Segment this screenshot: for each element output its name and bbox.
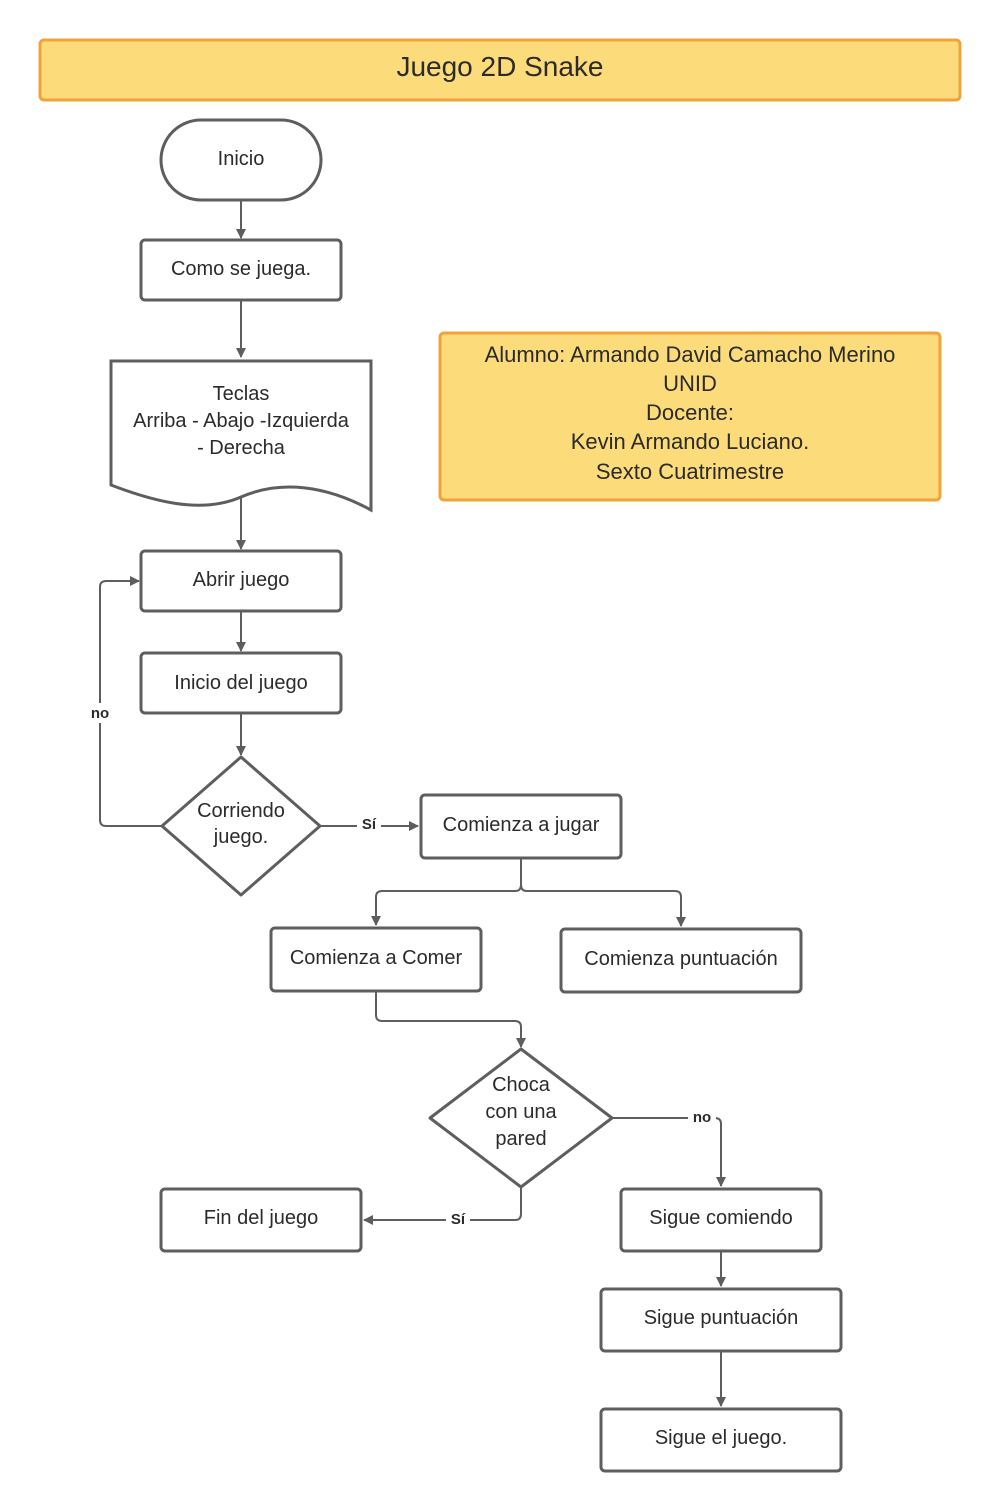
- node-sigue-el-juego: Sigue el juego.: [599, 1407, 843, 1473]
- decision-choca-line1: Choca: [492, 1074, 551, 1096]
- node-sigue-el-juego-label: Sigue el juego.: [655, 1427, 787, 1449]
- edge-labels: no Sí no Sí: [86, 703, 716, 1229]
- edge-choca-no: [612, 1117, 726, 1187]
- info-line-teacher: Kevin Armando Luciano.: [571, 429, 810, 454]
- diagram-title: Juego 2D Snake: [396, 51, 603, 82]
- node-fin-del-juego: Fin del juego: [159, 1187, 363, 1253]
- node-sigue-comiendo: Sigue comiendo: [619, 1187, 823, 1253]
- node-teclas-line3: - Derecha: [197, 437, 286, 459]
- decision-corriendo-juego: Corriendo juego.: [160, 755, 322, 897]
- edge-choca-si: [363, 1187, 522, 1225]
- node-comienza-puntuacion-label: Comienza puntuación: [584, 948, 777, 970]
- decision-choca-pared: Choca con una pared: [428, 1047, 614, 1189]
- title-banner: Juego 2D Snake: [38, 38, 962, 102]
- node-abrir-juego: Abrir juego: [139, 549, 343, 613]
- decision-corriendo-line1: Corriendo: [197, 800, 285, 822]
- node-sigue-puntuacion: Sigue puntuación: [599, 1287, 843, 1353]
- info-line-term: Sexto Cuatrimestre: [596, 459, 784, 484]
- node-comienza-a-comer: Comienza a Comer: [269, 926, 483, 993]
- decision-corriendo-line2: juego.: [213, 826, 269, 848]
- edge-comer-choca: [375, 991, 526, 1048]
- info-line-school: UNID: [663, 371, 717, 396]
- decision-choca-line2: con una: [485, 1101, 557, 1123]
- node-sigue-comiendo-label: Sigue comiendo: [649, 1207, 792, 1229]
- node-inicio-del-juego-label: Inicio del juego: [174, 672, 307, 694]
- node-comienza-a-comer-label: Comienza a Comer: [290, 947, 463, 969]
- node-como-se-juega-label: Como se juega.: [171, 258, 311, 280]
- edge-label-corriendo-si: Sí: [362, 816, 377, 833]
- node-comienza-puntuacion: Comienza puntuación: [559, 927, 803, 994]
- node-inicio-label: Inicio: [218, 148, 265, 170]
- edge-label-choca-no: no: [693, 1109, 711, 1126]
- info-box: Alumno: Armando David Camacho Merino UNI…: [438, 331, 942, 502]
- info-line-student: Alumno: Armando David Camacho Merino: [485, 342, 896, 367]
- node-como-se-juega: Como se juega.: [139, 238, 343, 302]
- node-teclas-line2: Arriba - Abajo -Izquierda: [133, 410, 350, 432]
- node-abrir-juego-label: Abrir juego: [193, 569, 290, 591]
- node-fin-del-juego-label: Fin del juego: [204, 1207, 319, 1229]
- node-comienza-a-jugar: Comienza a jugar: [419, 793, 623, 860]
- edge-label-choca-si: Sí: [451, 1211, 466, 1228]
- node-teclas-line1: Teclas: [213, 383, 270, 405]
- edge-label-corriendo-no: no: [91, 705, 109, 722]
- node-sigue-puntuacion-label: Sigue puntuación: [644, 1307, 799, 1329]
- info-line-teacher-label: Docente:: [646, 400, 734, 425]
- node-teclas-document: Teclas Arriba - Abajo -Izquierda - Derec…: [109, 359, 373, 513]
- edge-jugar-comer: [371, 858, 522, 926]
- decision-choca-line3: pared: [495, 1128, 546, 1150]
- edge-jugar-puntuacion: [520, 858, 686, 927]
- node-comienza-a-jugar-label: Comienza a jugar: [443, 814, 600, 836]
- node-inicio-del-juego: Inicio del juego: [139, 651, 343, 715]
- node-inicio: Inicio: [159, 118, 323, 202]
